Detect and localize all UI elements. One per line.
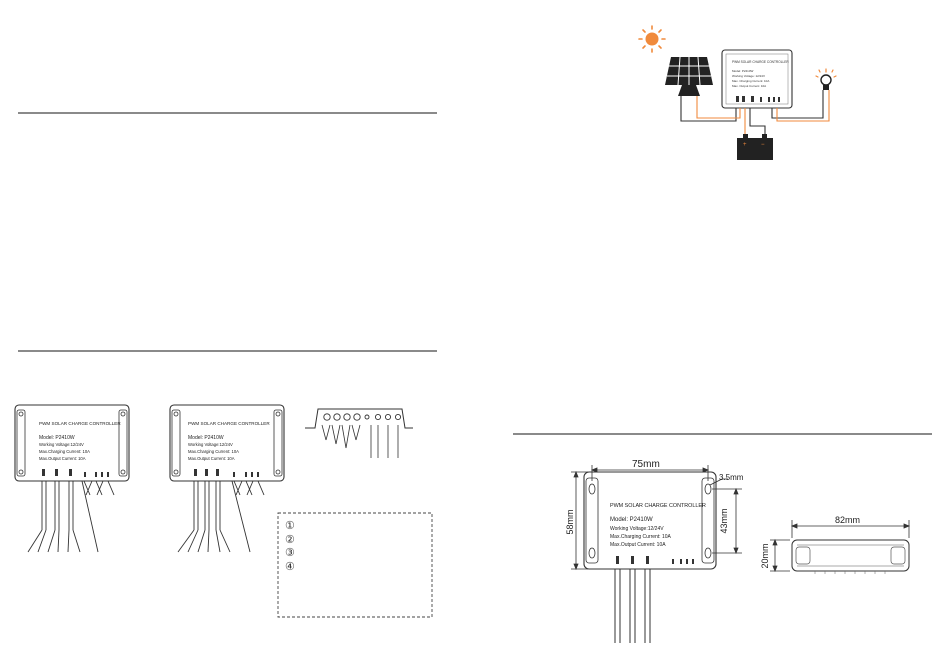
controller-voltage-1: Working Voltage:12/24V: [39, 442, 84, 447]
svg-text:−: −: [761, 142, 765, 148]
controller-diagram: PWM SOLAR CHARGE CONTROLLER Model: P2410…: [721, 49, 793, 109]
controller-charging-2: Max.Charging Current: 10A: [188, 449, 239, 454]
legend-marker-2: ②: [285, 534, 295, 546]
controller-front-1: PWM SOLAR CHARGE CONTROLLER Model: P2410…: [14, 404, 130, 553]
legend-marker-1: ①: [285, 520, 295, 532]
solar-panel-icon: [665, 56, 713, 96]
legend-marker-4: ④: [285, 561, 295, 573]
battery-icon: + −: [737, 134, 773, 160]
controller-side-view: 82mm 20mm: [760, 515, 911, 574]
controller-title-2: PWM SOLAR CHARGE CONTROLLER: [188, 421, 270, 426]
svg-text:Model: P2410W: Model: P2410W: [732, 69, 754, 73]
dim-height-outer: 58mm: [565, 509, 575, 534]
controller-charging-1: Max.Charging Current: 10A: [39, 449, 90, 454]
controller-model-3: Model: P2410W: [610, 517, 653, 523]
terminal-strip: [305, 408, 413, 458]
svg-text:PWM SOLAR CHARGE CONTROLLER: PWM SOLAR CHARGE CONTROLLER: [732, 60, 789, 64]
controller-front-dimensioned: PWM SOLAR CHARGE CONTROLLER Model: P2410…: [565, 459, 744, 643]
legend-marker-3: ③: [285, 547, 295, 559]
controller-model-1: Model: P2410W: [39, 435, 75, 441]
controller-output-2: Max.Output Current: 10A: [188, 456, 235, 461]
svg-text:Working Voltage: 12/24V: Working Voltage: 12/24V: [732, 74, 765, 78]
svg-text:Max. Output Current: 10A: Max. Output Current: 10A: [732, 84, 766, 88]
light-bulb-icon: [815, 68, 837, 90]
controller-title-3: PWM SOLAR CHARGE CONTROLLER: [610, 503, 706, 509]
controller-voltage-3: Working Voltage:12/24V: [610, 526, 664, 532]
dim-depth-side: 20mm: [760, 543, 770, 568]
controller-charging-3: Max.Charging Current: 10A: [610, 534, 672, 540]
controller-title-1: PWM SOLAR CHARGE CONTROLLER: [39, 421, 121, 426]
controller-front-2: PWM SOLAR CHARGE CONTROLLER Model: P2410…: [169, 404, 285, 553]
controller-model-2: Model: P2410W: [188, 435, 224, 441]
svg-text:+: +: [743, 142, 747, 148]
dim-width-side: 82mm: [835, 515, 860, 525]
controller-output-1: Max.Output Current: 10A: [39, 456, 86, 461]
dim-width-front: 75mm: [632, 459, 660, 470]
wiring-diagram: PWM SOLAR CHARGE CONTROLLER Model: P2410…: [638, 25, 837, 160]
controller-voltage-2: Working Voltage:12/24V: [188, 442, 233, 447]
controller-output-3: Max.Output Current: 10A: [610, 542, 666, 548]
legend-box: ① ② ③ ④: [277, 512, 433, 618]
sun-icon: [638, 25, 666, 53]
dim-hole: 3.5mm: [719, 473, 744, 482]
svg-text:Max. Charging Current: 10A: Max. Charging Current: 10A: [732, 79, 769, 83]
dim-height-inner: 43mm: [719, 508, 729, 533]
